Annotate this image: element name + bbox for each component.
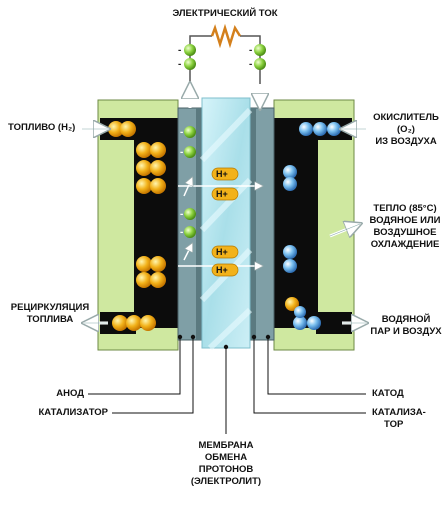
proton-label-4: H+ xyxy=(216,265,228,275)
catalyst-right-label: КАТАЛИЗА- ТОР xyxy=(372,407,426,431)
water-outlet-channel xyxy=(316,312,352,334)
leader-lines xyxy=(88,337,366,434)
svg-text:-: - xyxy=(180,227,183,238)
recirculation-label-line-1: РЕЦИРКУЛЯЦИЯ xyxy=(10,302,90,313)
cathode-flow-channel xyxy=(274,118,318,328)
svg-text:-: - xyxy=(180,147,183,158)
svg-text:-: - xyxy=(180,127,183,138)
oxidizer-label: ОКИСЛИТЕЛЬ (O₂) ИЗ ВОЗДУХА xyxy=(370,112,442,148)
recirculation-label: РЕЦИРКУЛЯЦИЯ ТОПЛИВА xyxy=(4,302,96,326)
electrons-in-anode: - - - - xyxy=(180,126,196,238)
electrons-external: - - - - xyxy=(178,44,266,70)
fuel-label: ТОПЛИВО (H₂) xyxy=(8,122,76,133)
water-vapor-label-line-1: ВОДЯНОЙ xyxy=(381,314,431,325)
svg-text:-: - xyxy=(249,59,252,70)
proton-label-3: H+ xyxy=(216,247,228,257)
water-vapor-label-line-2: ПАР И ВОЗДУХ xyxy=(370,326,442,337)
proton-1 xyxy=(211,167,239,181)
heat-label-line-3: ВОЗДУШНОЕ xyxy=(373,227,437,238)
recirculation-label-line-2: ТОПЛИВА xyxy=(26,314,74,325)
heat-label-line-2: ВОДЯНОЕ ИЛИ xyxy=(369,215,441,226)
heat-label-line-4: ОХЛАЖДЕНИЕ xyxy=(370,239,440,250)
catalyst-right-label-line-1: КАТАЛИЗА- xyxy=(372,407,426,418)
oxidizer-label-line-2: (O₂) xyxy=(397,124,415,135)
oxidizer-label-line-3: ИЗ ВОЗДУХА xyxy=(375,136,437,147)
anode-label: АНОД xyxy=(56,388,84,399)
proton-label-2: H+ xyxy=(216,189,228,199)
membrane-label-line-4: (ЭЛЕКТРОЛИТ) xyxy=(190,476,262,487)
heat-label-line-1: ТЕПЛО (85°C) xyxy=(373,203,437,214)
cathode-catalyst-layer xyxy=(250,108,256,340)
svg-text:-: - xyxy=(180,209,183,220)
oxygen-molecules xyxy=(283,122,341,330)
proton-3 xyxy=(211,245,239,259)
membrane-label-line-3: ПРОТОНОВ xyxy=(198,464,254,475)
circuit-wire-right xyxy=(240,35,261,92)
circuit-wire-left xyxy=(189,35,212,92)
catalyst-right-label-line-2: ТОР xyxy=(384,419,404,430)
cathode-label: КАТОД xyxy=(372,388,404,399)
membrane-label: МЕМБРАНА ОБМЕНА ПРОТОНОВ (ЭЛЕКТРОЛИТ) xyxy=(170,440,282,488)
oxidizer-label-line-1: ОКИСЛИТЕЛЬ xyxy=(373,112,439,123)
membrane-sheen xyxy=(199,107,253,351)
svg-text:-: - xyxy=(249,45,252,56)
leader-dots xyxy=(177,334,271,350)
current-label: ЭЛЕКТРИЧЕСКИЙ ТОК xyxy=(172,8,278,19)
resistor xyxy=(210,23,242,49)
hydrogen-molecules xyxy=(108,121,166,331)
membrane-label-line-2: ОБМЕНА xyxy=(204,452,248,463)
external-flow-arrows xyxy=(82,129,366,323)
svg-text:-: - xyxy=(178,45,181,56)
protons: H+ H+ H+ H+ xyxy=(211,167,239,277)
proton-label-1: H+ xyxy=(216,169,228,179)
anode-catalyst-layer xyxy=(196,108,202,340)
proton-2 xyxy=(211,187,239,201)
membrane-label-line-1: МЕМБРАНА xyxy=(198,440,254,451)
water-vapor-label: ВОДЯНОЙ ПАР И ВОЗДУХ xyxy=(368,314,444,338)
catalyst-left-label: КАТАЛИЗАТОР xyxy=(38,407,109,418)
svg-text:-: - xyxy=(178,59,181,70)
heat-label: ТЕПЛО (85°C) ВОДЯНОЕ ИЛИ ВОЗДУШНОЕ ОХЛАЖ… xyxy=(366,203,444,251)
proton-4 xyxy=(211,263,239,277)
